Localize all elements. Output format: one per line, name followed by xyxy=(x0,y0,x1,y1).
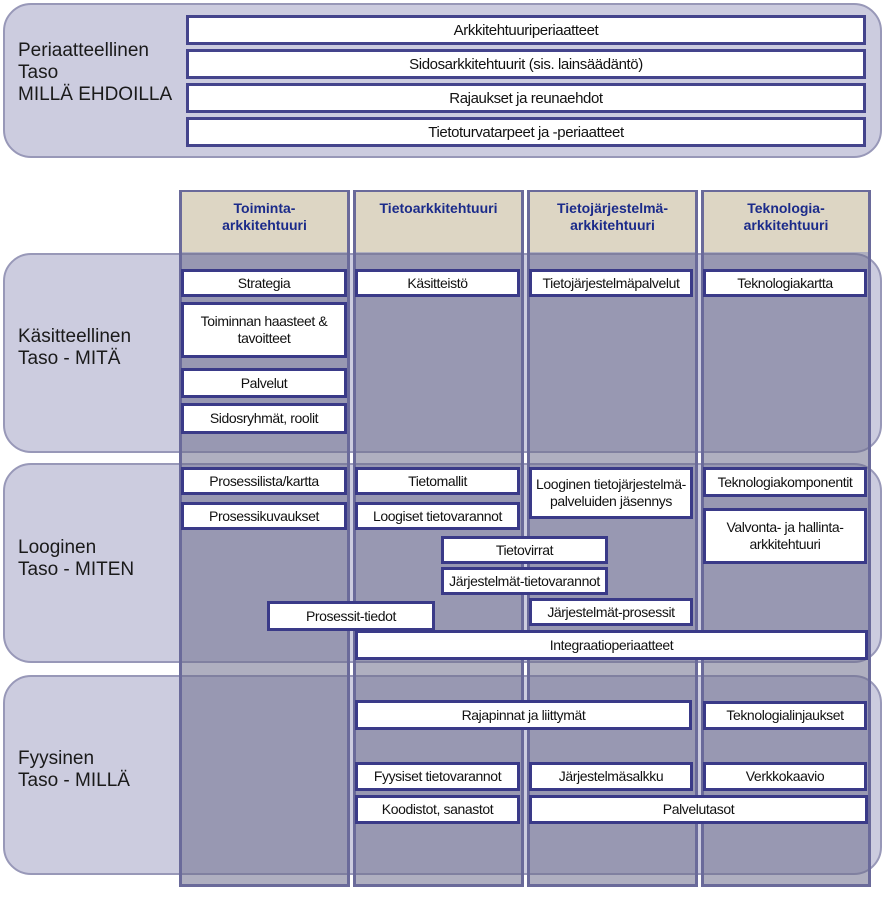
monitoring-architecture-box: Valvonta- ja hallinta- arkkitehtuuri xyxy=(703,508,867,564)
system-portfolio-box: Järjestelmäsalkku xyxy=(529,762,693,791)
binding-architectures-box: Sidosarkkitehtuurit (sis. lainsäädäntö) xyxy=(186,49,866,79)
concepts-box: Käsitteistö xyxy=(355,269,520,297)
business-column-header: Toiminta- arkkitehtuuri xyxy=(179,190,350,252)
challenges-box: Toiminnan haasteet & tavoitteet xyxy=(181,302,347,358)
technology-column-header: Teknologia- arkkitehtuuri xyxy=(701,190,871,252)
network-diagram-box: Verkkokaavio xyxy=(703,762,867,791)
architecture-principles-box: Arkkitehtuuriperiaatteet xyxy=(186,15,866,45)
technology-components-box: Teknologiakomponentit xyxy=(703,467,867,497)
is-services-box: Tietojärjestelmäpalvelut xyxy=(529,269,693,297)
processes-information-box: Prosessit-tiedot xyxy=(267,601,435,631)
logical-label: Looginen Taso - MITEN xyxy=(18,537,135,580)
services-box: Palvelut xyxy=(181,368,347,398)
principles-label: Periaatteellinen Taso MILLÄ EHDOILLA xyxy=(18,40,173,105)
information-column-header: Tietoarkkitehtuuri xyxy=(353,190,524,252)
logical-data-stores-box: Loogiset tietovarannot xyxy=(355,502,520,530)
systems-column-header: Tietojärjestelmä- arkkitehtuuri xyxy=(527,190,698,252)
service-levels-box: Palvelutasot xyxy=(529,795,868,824)
conceptual-label: Käsitteellinen Taso - MITÄ xyxy=(18,326,132,369)
process-list-box: Prosessilista/kartta xyxy=(181,467,347,495)
information-flows-box: Tietovirrat xyxy=(441,536,608,564)
technology-column xyxy=(701,250,871,887)
process-descriptions-box: Prosessikuvaukset xyxy=(181,502,347,530)
logical-is-services-box: Looginen tietojärjestelmä- palveluiden j… xyxy=(529,467,693,519)
physical-label: Fyysinen Taso - MILLÄ xyxy=(18,748,130,791)
strategy-box: Strategia xyxy=(181,269,347,297)
technology-choices-box: Teknologialinjaukset xyxy=(703,701,867,730)
interfaces-box: Rajapinnat ja liittymät xyxy=(355,700,692,730)
systems-processes-box: Järjestelmät-prosessit xyxy=(529,598,693,626)
integration-principles-box: Integraatioperiaatteet xyxy=(355,630,868,660)
technology-map-box: Teknologiakartta xyxy=(703,269,867,297)
constraints-box: Rajaukset ja reunaehdot xyxy=(186,83,866,113)
stakeholders-box: Sidosryhmät, roolit xyxy=(181,403,347,434)
physical-data-stores-box: Fyysiset tietovarannot xyxy=(355,762,520,791)
security-needs-box: Tietoturvatarpeet ja -periaatteet xyxy=(186,117,866,147)
systems-data-stores-box: Järjestelmät-tietovarannot xyxy=(441,567,608,595)
information-models-box: Tietomallit xyxy=(355,467,520,495)
codes-vocabularies-box: Koodistot, sanastot xyxy=(355,795,520,824)
